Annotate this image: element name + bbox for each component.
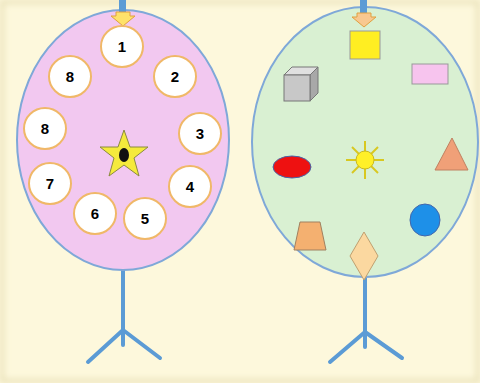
spinner-number: 3: [196, 126, 204, 141]
diamond: [350, 232, 378, 280]
number-circle: 8: [23, 107, 67, 150]
pivot: [119, 148, 129, 162]
spinner-number: 8: [41, 121, 49, 136]
number-circle: 8: [48, 55, 92, 98]
star-pointer: [100, 130, 148, 176]
spinner-number: 8: [66, 69, 74, 84]
pointer-arrow: [352, 0, 376, 27]
circle: [410, 204, 440, 236]
circle-shape: [124, 198, 166, 239]
number-circle: 5: [123, 197, 167, 240]
stand: [88, 268, 160, 362]
trapezoid: [294, 222, 326, 250]
circle-shape: [74, 193, 116, 234]
circle-shape: [24, 108, 66, 149]
circle-shape: [169, 166, 211, 207]
spinner-number: 4: [186, 179, 194, 194]
number-circle: 2: [153, 55, 197, 98]
number-circle: 1: [100, 25, 144, 68]
spinner-number: 2: [171, 69, 179, 84]
number-circle: 3: [178, 112, 222, 155]
rectangle: [412, 64, 448, 84]
spinner-number: 1: [118, 39, 126, 54]
spinner-number: 6: [91, 206, 99, 221]
triangle: [435, 138, 468, 170]
sun: [346, 141, 384, 179]
circle-shape: [101, 26, 143, 67]
circle-shape: [154, 56, 196, 97]
cube: [284, 67, 318, 101]
square: [350, 31, 380, 59]
number-circle: 7: [28, 162, 72, 205]
circle-shape: [29, 163, 71, 204]
spinner-number: 7: [46, 176, 54, 191]
circle-shape: [179, 113, 221, 154]
number-circle: 6: [73, 192, 117, 235]
stand: [330, 275, 402, 362]
ellipse: [273, 156, 311, 178]
number-wheel: [17, 10, 229, 270]
number-circle: 4: [168, 165, 212, 208]
pointer-arrow: [111, 0, 135, 26]
circle-shape: [49, 56, 91, 97]
spinner-number: 5: [141, 211, 149, 226]
